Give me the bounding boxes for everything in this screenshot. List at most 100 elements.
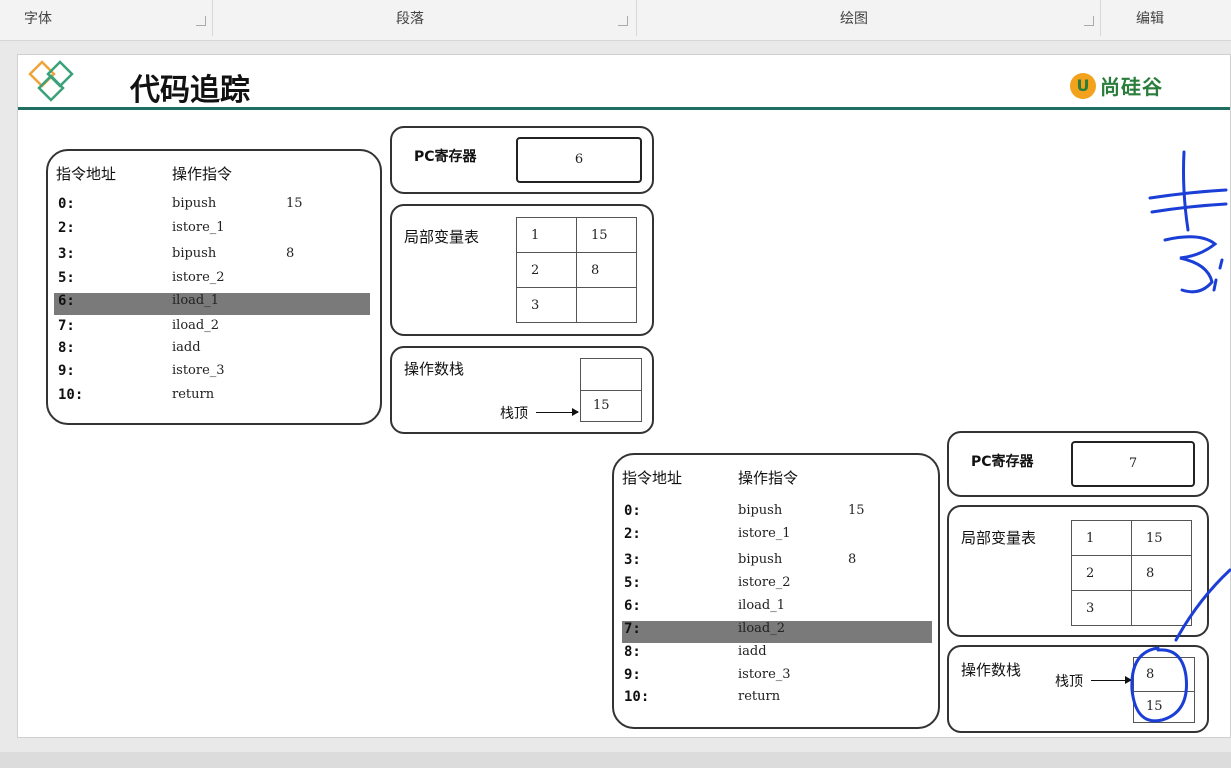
- drawing-launcher-icon[interactable]: [1084, 16, 1094, 26]
- row-argument: 15: [848, 503, 865, 518]
- ribbon-group-drawing[interactable]: 绘图: [840, 11, 868, 27]
- address-header: 指令地址: [622, 469, 683, 487]
- row-address: 7:: [58, 318, 75, 334]
- stack-slot: 15: [593, 398, 610, 413]
- local-variable-row: 3: [1071, 590, 1192, 626]
- status-bar: [0, 752, 1231, 768]
- row-address: 5:: [624, 575, 641, 591]
- row-opcode: iadd: [172, 340, 201, 355]
- instruction-row: 9: istore_3: [614, 667, 938, 689]
- brand-name: 尚硅谷: [1100, 75, 1163, 99]
- row-opcode: istore_3: [738, 667, 791, 682]
- row-address: 0:: [624, 503, 641, 519]
- row-opcode: bipush: [172, 196, 217, 211]
- local-variable-row: 3: [516, 287, 637, 323]
- row-address: 6:: [58, 293, 75, 309]
- operand-stack: 8 15: [1133, 657, 1195, 723]
- row-address: 8:: [58, 340, 75, 356]
- row-address: 3:: [58, 246, 75, 262]
- ribbon-separator: [636, 0, 637, 36]
- instruction-row: 10:return: [48, 387, 380, 409]
- row-address: 0:: [58, 196, 75, 212]
- row-address: 5:: [58, 270, 75, 286]
- row-opcode: istore_1: [172, 220, 225, 235]
- stack-top-arrow-icon: [536, 408, 579, 416]
- instruction-row: 6:iload_1: [614, 598, 938, 620]
- row-address: 3:: [624, 552, 641, 568]
- local-value: 8: [1131, 555, 1192, 591]
- row-opcode: iload_1: [172, 293, 219, 308]
- local-slot: 3: [516, 287, 577, 323]
- row-opcode: iload_2: [738, 621, 785, 636]
- row-address: 9:: [624, 667, 641, 683]
- operand-stack-panel-after: 操作数栈 栈顶 8 15: [947, 645, 1209, 733]
- pc-register-label: PC寄存器: [971, 454, 1034, 470]
- instruction-row: 5:istore_2: [48, 270, 380, 292]
- row-address: 6:: [624, 598, 641, 614]
- brand-logo: U 尚硅谷: [1070, 71, 1163, 100]
- stack-top-label: 栈顶: [1055, 674, 1083, 690]
- instruction-row: 10: return: [614, 689, 938, 711]
- stack-top-label: 栈顶: [500, 406, 528, 422]
- diamond-logo-icon: [28, 60, 74, 102]
- pc-register-label: PC寄存器: [414, 149, 477, 165]
- paragraph-launcher-icon[interactable]: [618, 16, 628, 26]
- pc-register-panel-before: PC寄存器 6: [390, 126, 654, 194]
- local-value: 15: [1131, 520, 1192, 556]
- row-opcode: bipush: [738, 552, 783, 567]
- stack-slot: 15: [1146, 699, 1163, 714]
- local-slot: 2: [1071, 555, 1132, 591]
- row-address: 9:: [58, 363, 75, 379]
- instruction-row: 9:istore_3: [48, 363, 380, 385]
- local-value: 15: [576, 217, 637, 253]
- row-address: 2:: [624, 526, 641, 542]
- row-opcode: istore_1: [738, 526, 791, 541]
- local-value: 8: [576, 252, 637, 288]
- stack-slot: 8: [1134, 658, 1194, 692]
- row-address: 10:: [624, 689, 650, 705]
- stack-top-arrow-icon: [1091, 676, 1132, 684]
- local-slot: 1: [516, 217, 577, 253]
- row-opcode: iadd: [738, 644, 767, 659]
- row-argument: 15: [286, 196, 303, 211]
- ribbon-group-editing[interactable]: 编辑: [1136, 11, 1164, 27]
- row-address: 10:: [58, 387, 84, 403]
- ribbon-separator: [1100, 0, 1101, 36]
- operand-stack-label: 操作数栈: [404, 360, 465, 378]
- instruction-row: 3: bipush 8: [48, 246, 380, 268]
- instruction-row: 2:istore_1: [48, 220, 380, 242]
- pc-register-value: 7: [1071, 441, 1195, 487]
- row-argument: 8: [286, 246, 295, 261]
- instruction-row: 8: iadd: [614, 644, 938, 666]
- operand-stack-label: 操作数栈: [961, 661, 1022, 679]
- row-opcode: bipush: [172, 246, 217, 261]
- pc-register-value: 6: [516, 137, 642, 183]
- row-opcode: return: [738, 689, 781, 704]
- local-slot: 3: [1071, 590, 1132, 626]
- instruction-row: 8: iadd: [48, 340, 380, 362]
- header-divider: [18, 107, 1230, 110]
- instruction-header: 操作指令: [172, 165, 233, 183]
- row-opcode: istore_2: [738, 575, 791, 590]
- ribbon-group-font[interactable]: 字体: [24, 11, 52, 27]
- local-variables-label: 局部变量表: [961, 529, 1037, 547]
- instruction-row: 7: iload_2: [48, 318, 380, 340]
- font-launcher-icon[interactable]: [196, 16, 206, 26]
- ribbon-group-paragraph[interactable]: 段落: [396, 11, 424, 27]
- row-opcode: iload_2: [172, 318, 219, 333]
- pc-register-panel-after: PC寄存器 7: [947, 431, 1209, 497]
- ribbon-separator: [212, 0, 213, 36]
- row-address: 8:: [624, 644, 641, 660]
- local-value: [1131, 590, 1192, 626]
